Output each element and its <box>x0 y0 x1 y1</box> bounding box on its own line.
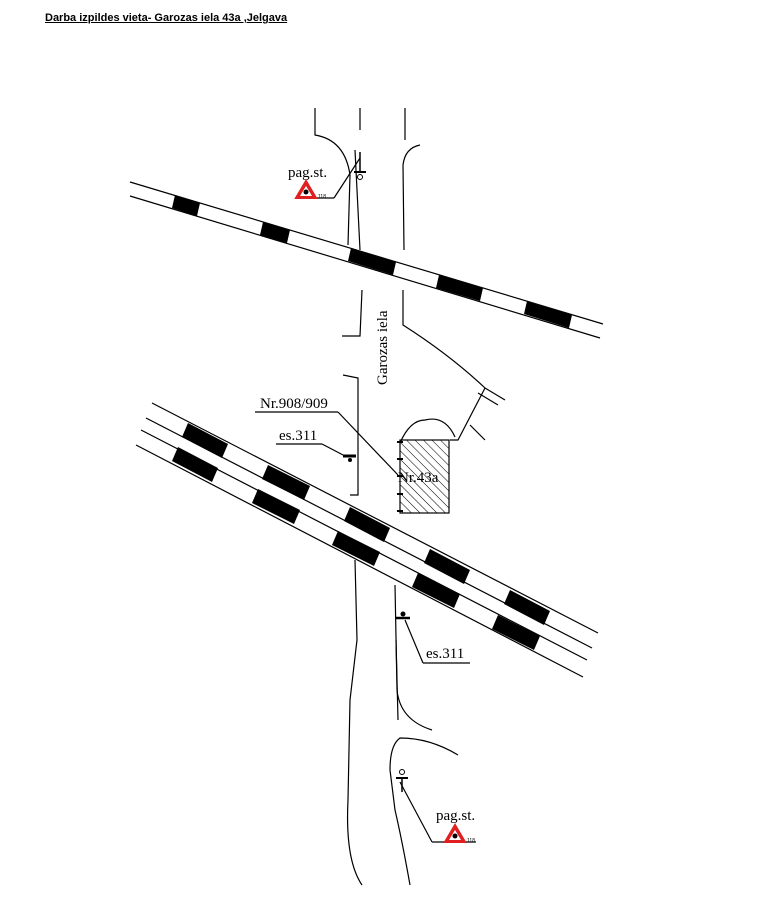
stop-label-top: pag.st. <box>288 165 327 181</box>
page-title: Darba izpildes vieta- Garozas iela 43a ,… <box>45 12 288 24</box>
pole-icon <box>343 454 356 462</box>
warning-sign-icon <box>294 179 318 199</box>
road-edges <box>314 108 506 886</box>
stop-pole-icon <box>396 769 408 792</box>
street-label: Garozas iela <box>375 310 391 385</box>
sign-number: 118 <box>467 838 475 844</box>
pole-label-top: es.311 <box>279 428 317 444</box>
crossing-label: Nr.908/909 <box>260 396 328 412</box>
bus-stop-top: pag.st. 118 <box>288 152 366 200</box>
stop-label-bottom: pag.st. <box>436 808 475 824</box>
warning-sign-icon <box>443 823 467 843</box>
pole-label-bottom: es.311 <box>426 646 464 662</box>
pole-icon <box>396 611 410 620</box>
building-label: Nr.43a <box>398 470 439 486</box>
bus-stop-bottom: pag.st. 118 <box>396 769 476 844</box>
stop-pole-icon <box>354 152 366 180</box>
sign-number: 118 <box>318 194 326 200</box>
building-43a: Nr.43a <box>397 439 450 514</box>
railway-upper <box>129 181 604 339</box>
railway-lower <box>135 402 599 678</box>
